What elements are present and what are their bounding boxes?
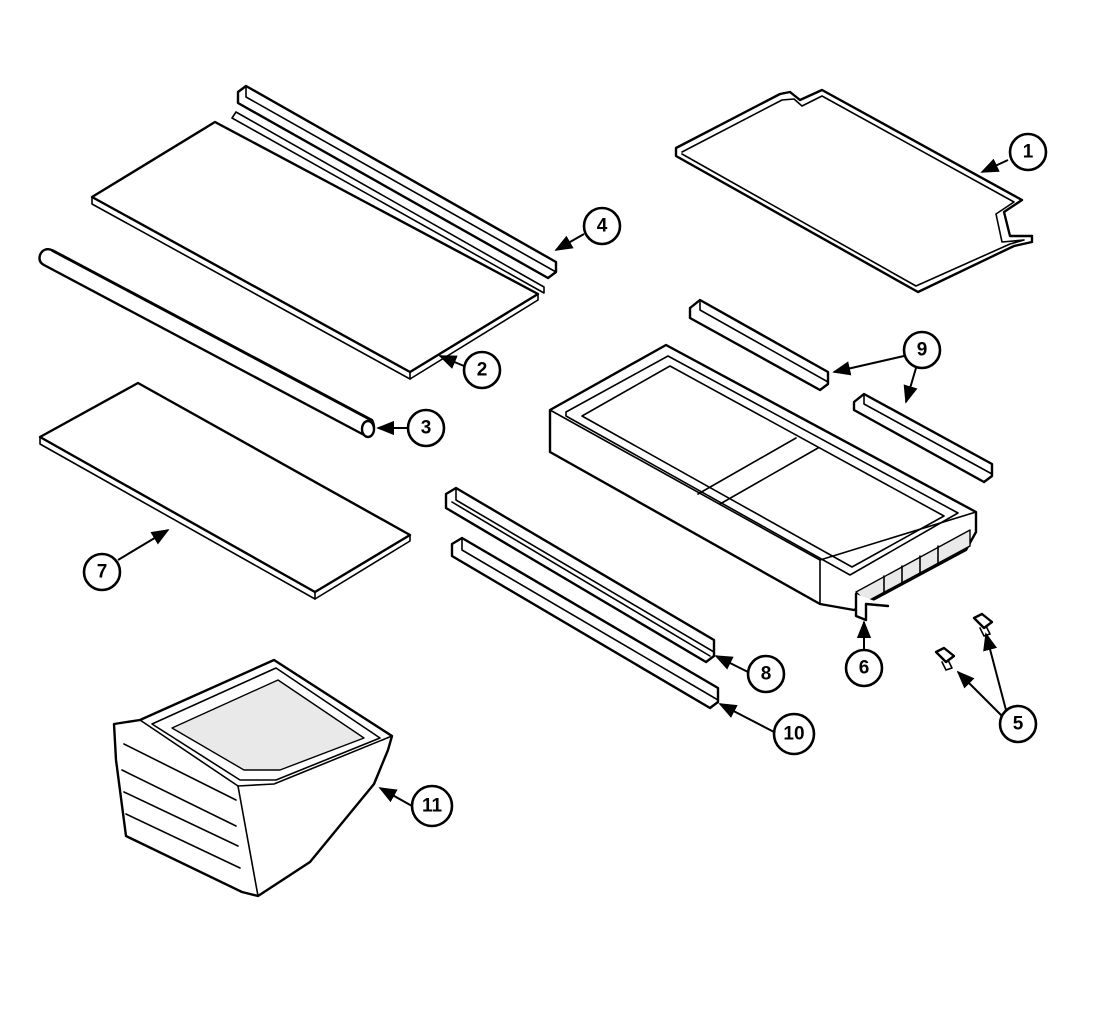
crisper-frame-part-6 [548,343,978,622]
callout-10-label: 10 [783,724,804,745]
side-rail-part-9 [688,298,994,484]
wire-frame-part-1 [674,88,1034,294]
screws-part-5 [934,612,994,671]
callout-4: 4 [554,206,622,251]
shelf-rod-part-3 [38,248,376,439]
callout-10: 10 [718,703,816,756]
callout-2-label: 2 [477,360,488,381]
callout-8: 8 [714,654,786,694]
long-rail-part-10 [450,536,720,710]
crisper-drawer-part-11 [112,658,394,898]
callout-5: 5 [956,632,1038,744]
callout-11-label: 11 [422,796,443,817]
callout-2: 2 [438,350,502,390]
shelf-trim-part-4 [231,84,558,294]
callout-9-label: 9 [917,340,928,361]
callout-1: 1 [980,132,1048,173]
callout-5-label: 5 [1013,714,1024,735]
callout-8-label: 8 [761,664,772,685]
callout-11: 11 [378,784,454,828]
callout-3: 3 [376,408,446,448]
callout-1-label: 1 [1023,142,1034,163]
callout-6-label: 6 [859,658,870,679]
callout-7-label: 7 [97,562,108,583]
callout-3-label: 3 [421,418,432,439]
glass-panel-part-7 [38,381,412,600]
callout-9: 9 [832,330,942,404]
glass-shelf-part-2 [90,120,540,380]
callout-4-label: 4 [597,216,608,237]
callout-6: 6 [844,620,884,688]
callout-7: 7 [82,529,170,592]
long-rail-part-8 [444,486,716,664]
